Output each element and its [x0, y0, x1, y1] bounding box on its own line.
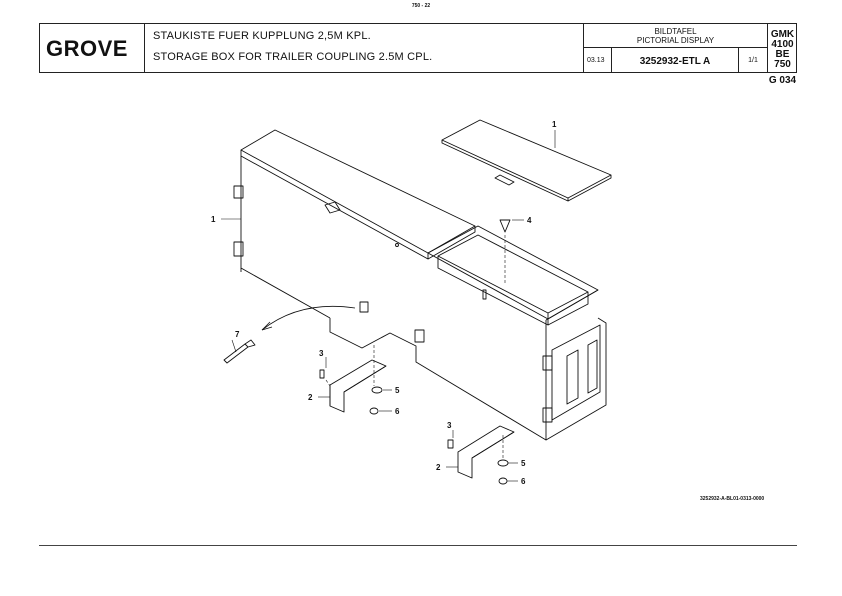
machine-sub: BE 750: [774, 49, 791, 70]
page-code: 750 - 22: [411, 3, 431, 9]
screw-3b: [447, 439, 454, 449]
exploded-drawing: 1 1 4 7 3 2 5 6 3 2 5 6: [211, 119, 612, 486]
machine-model: GMK 4100: [770, 29, 795, 50]
callout-1-box: 1: [211, 215, 216, 224]
callout-5a: 5: [395, 386, 400, 395]
screw-4: [499, 219, 511, 233]
group-code: G 034: [768, 75, 797, 86]
title-german: STAUKISTE FUER KUPPLUNG 2,5M KPL.: [153, 30, 371, 42]
callout-6a: 6: [395, 407, 400, 416]
sheet-cell: 1/1: [739, 48, 768, 72]
footer-rule: [39, 545, 797, 546]
logo-text: GROVE: [46, 36, 128, 60]
drawing-reference: 3252932-A-BL01-0313-0000: [700, 496, 765, 502]
title-cell: STAUKISTE FUER KUPPLUNG 2,5M KPL. STORAG…: [145, 24, 584, 72]
title-block: GROVE STAUKISTE FUER KUPPLUNG 2,5M KPL. …: [39, 23, 797, 86]
lid-part: [441, 119, 612, 202]
machine-cell: GMK 4100 BE 750 G 034: [768, 24, 797, 86]
callout-3a: 3: [319, 349, 324, 358]
callout-7: 7: [235, 330, 240, 339]
grove-logo-mark: GROVE: [46, 36, 128, 60]
nut-6b: [498, 477, 508, 485]
washer-5b: [497, 459, 509, 467]
callout-6b: 6: [521, 477, 526, 486]
part-number-cell: 3252932-ETL A: [612, 48, 739, 72]
grove-logo: GROVE: [40, 24, 145, 72]
display-english: PICTORIAL DISPLAY: [636, 35, 715, 45]
display-german: BILDTAFEL: [654, 27, 697, 36]
callout-2a: 2: [308, 393, 313, 402]
callout-1-lid: 1: [552, 120, 557, 129]
storage-box: [233, 129, 607, 441]
callout-5b: 5: [521, 459, 526, 468]
bolt-7: [223, 339, 256, 364]
callout-2b: 2: [436, 463, 441, 472]
bracket-upper: [329, 359, 387, 413]
bracket-lower: [457, 425, 515, 479]
relocation-arrow: [261, 305, 356, 331]
title-english: STORAGE BOX FOR TRAILER COUPLING 2.5M CP…: [153, 51, 433, 63]
screw-3a: [319, 369, 325, 379]
date-cell: 03.13: [584, 48, 612, 72]
callout-4: 4: [527, 216, 532, 225]
washer-5a: [371, 386, 383, 394]
display-type-cell: BILDTAFEL PICTORIAL DISPLAY: [584, 24, 768, 48]
nut-6a: [369, 407, 379, 415]
callout-3b: 3: [447, 421, 452, 430]
